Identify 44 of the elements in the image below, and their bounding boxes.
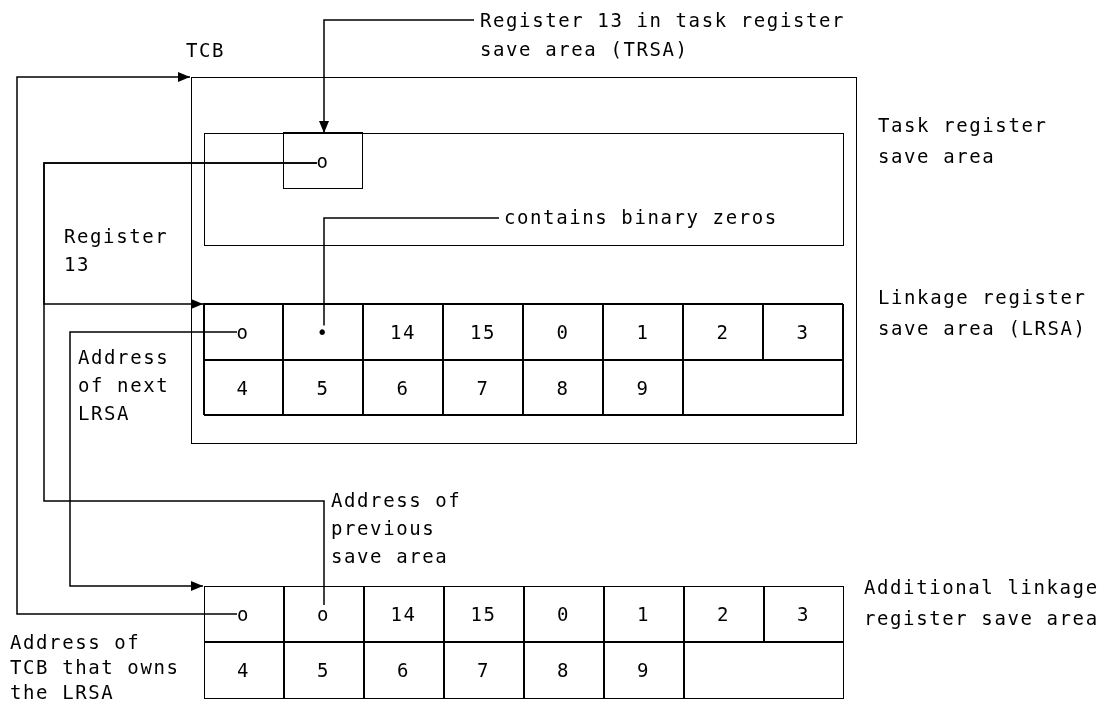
register-cell: 4 (203, 360, 283, 415)
register-cell: 6 (363, 641, 444, 699)
register-cell: 1 (603, 585, 684, 642)
register-cell: 1 (603, 303, 683, 360)
leader-line (323, 217, 500, 327)
register-cell: 9 (603, 641, 684, 699)
area-caption: Task register save area (878, 113, 1049, 169)
connector-arrow (16, 72, 238, 615)
empty-register-cell (683, 641, 844, 699)
register-cell: 0 (523, 585, 604, 642)
register-cell: 3 (763, 303, 843, 360)
callout-text: contains binary zeros (504, 203, 794, 232)
register-cell: 15 (443, 585, 524, 642)
register-cell: 0 (523, 303, 603, 360)
register-cell: o (283, 585, 364, 642)
save-area-table (204, 586, 844, 699)
register-cell: 7 (443, 360, 523, 415)
register-cell: o (203, 303, 283, 360)
register-cell: 2 (683, 303, 763, 360)
save-area-box (203, 132, 844, 246)
register-cell: 3 (763, 585, 844, 642)
register-cell: 6 (363, 360, 443, 415)
leader-line (319, 19, 475, 134)
register-cell: 7 (443, 641, 524, 699)
connector-arrow (69, 331, 238, 591)
register-cell: 2 (683, 585, 764, 642)
register-cell: o (283, 132, 363, 189)
register-cell: 5 (283, 641, 364, 699)
block-heading: TCB (186, 38, 226, 63)
register-cell: 9 (603, 360, 683, 415)
register-cell: 14 (363, 303, 443, 360)
callout-text: Register 13 in task register save area (TRSA) (480, 6, 860, 64)
empty-register-cell (683, 360, 843, 415)
area-caption: Additional linkage register save area (864, 575, 1100, 631)
register-cell: 5 (283, 360, 363, 415)
area-caption: Linkage register save area (LRSA) (878, 285, 1088, 341)
register-cell: 4 (203, 641, 284, 699)
register-cell: 15 (443, 303, 523, 360)
register-cell: 8 (523, 641, 604, 699)
register-cell: 14 (363, 585, 444, 642)
register-cell: o (203, 585, 284, 642)
register-cell: 8 (523, 360, 603, 415)
register-cell: • (283, 303, 363, 360)
save-area-table (203, 303, 844, 416)
